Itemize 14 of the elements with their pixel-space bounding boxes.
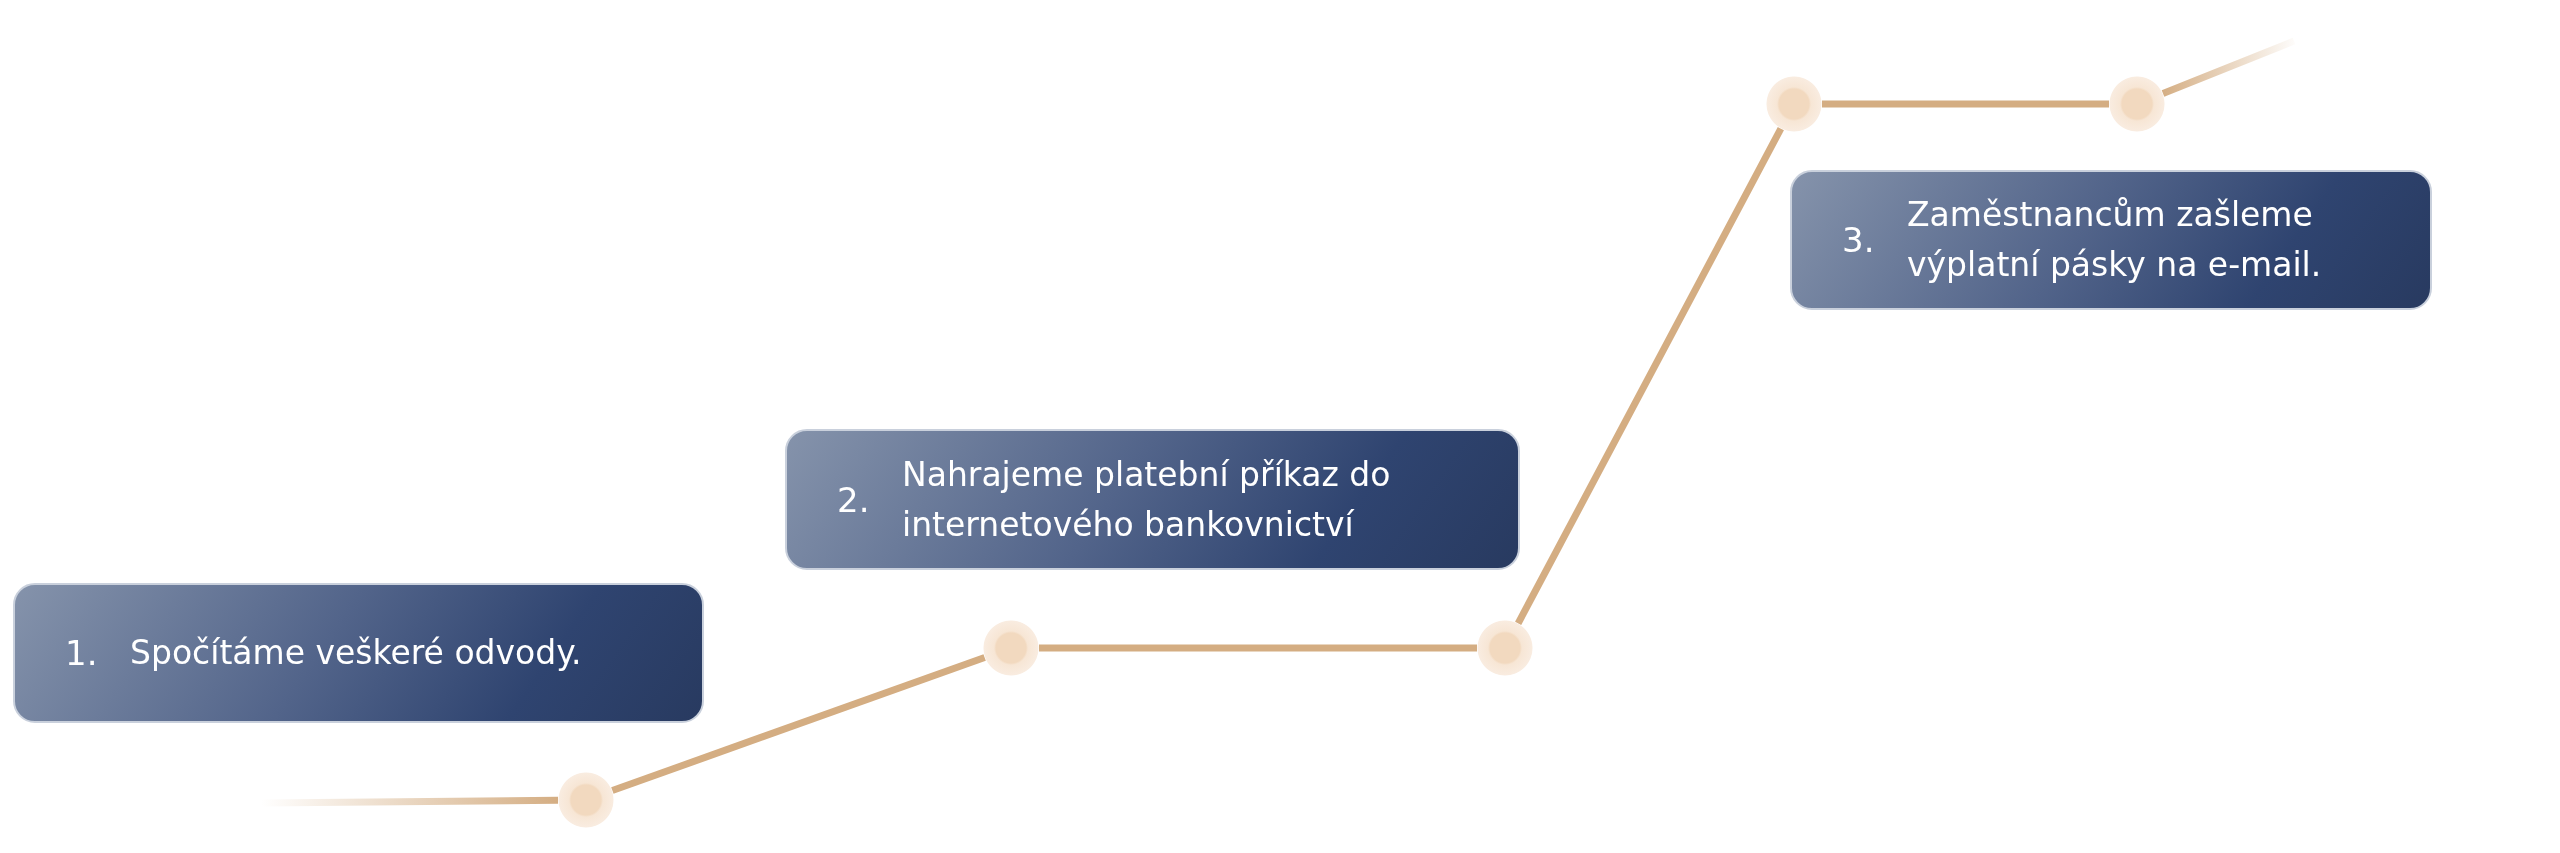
step-card xyxy=(785,429,1520,570)
step-text: Nahrajeme platební příkaz do internetového bankovnictví xyxy=(902,453,1392,546)
connector-line xyxy=(611,654,986,794)
step-number: 1. xyxy=(65,633,98,673)
connector-line xyxy=(1515,127,1784,625)
step-text: Spočítáme veškeré odvody. xyxy=(130,632,583,674)
connector-line xyxy=(1039,644,1477,652)
connector-line xyxy=(2161,37,2296,97)
step-number: 3. xyxy=(1842,220,1875,260)
step-number: 2. xyxy=(837,479,870,520)
step-text: Zaměstnancům zašleme výplatní pásky na e-mail. xyxy=(1907,194,2323,286)
step-card xyxy=(1790,170,2432,310)
step-card xyxy=(13,583,704,723)
connector-line xyxy=(1822,100,2109,108)
